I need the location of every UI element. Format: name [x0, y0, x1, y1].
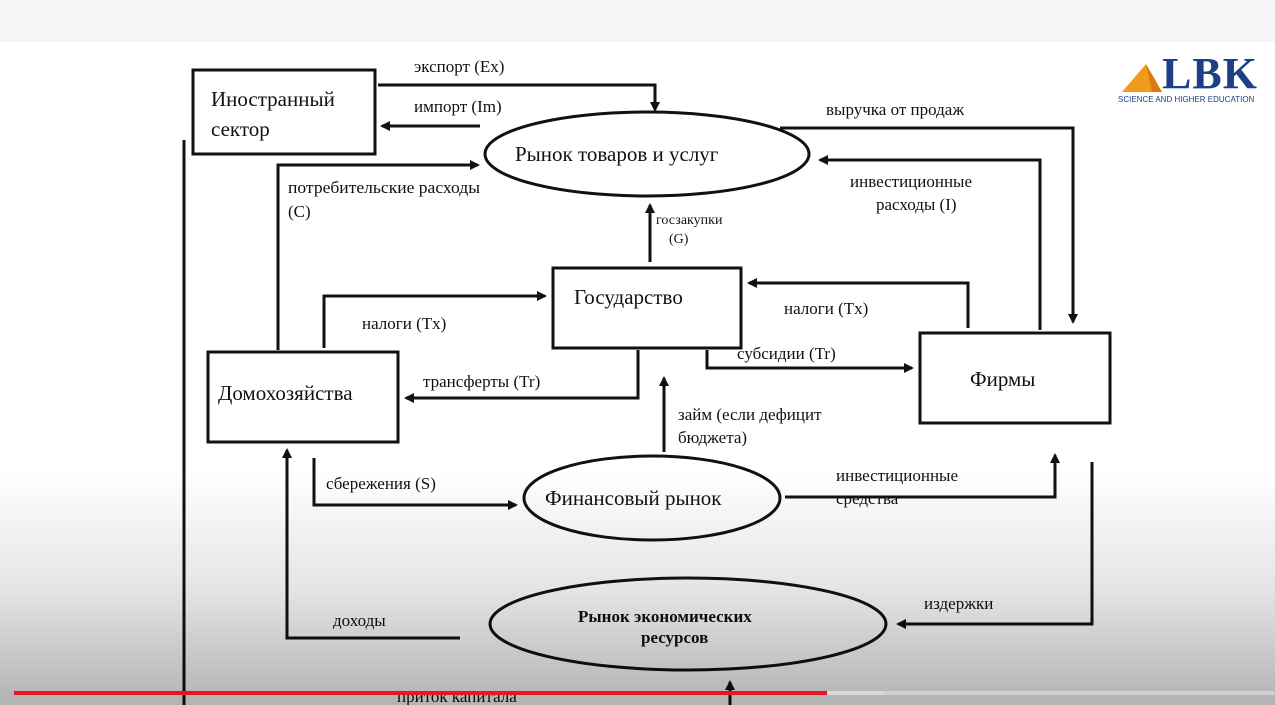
- consumer-spending-arrow: [276, 160, 480, 350]
- consumer-spending-label-2: (C): [288, 202, 311, 221]
- sales-revenue-arrow: [780, 126, 1078, 324]
- consumer-spending-label-1: потребительские расходы: [288, 178, 481, 197]
- video-progress-fill: [14, 691, 827, 695]
- financial-market-label: Финансовый рынок: [545, 486, 722, 510]
- video-progress-bar[interactable]: [14, 691, 1274, 695]
- foreign-sector-label-2: сектор: [211, 117, 270, 141]
- incomes-label: доходы: [333, 611, 386, 630]
- goods-market-ellipse: [483, 110, 811, 198]
- capital-inflow-label: приток капитала: [397, 687, 517, 705]
- households-box: [206, 350, 400, 444]
- investment-spending-arrow: [818, 155, 1042, 330]
- top-bar: [0, 0, 1275, 42]
- taxes-households-arrow: [322, 291, 547, 348]
- export-arrow: [378, 83, 660, 112]
- incomes-arrow: [282, 448, 460, 640]
- resource-market-label-2: ресурсов: [641, 628, 708, 647]
- resource-market-label-1: Рынок экономических: [578, 607, 752, 626]
- investment-funds-label-1: инвестиционные: [836, 466, 958, 485]
- transfers-arrow: [404, 350, 640, 403]
- procurement-label-2: (G): [669, 232, 689, 247]
- firms-label: Фирмы: [970, 367, 1035, 391]
- procurement-label-1: госзакупки: [656, 213, 723, 228]
- savings-arrow: [312, 458, 518, 510]
- investment-funds-arrow: [785, 453, 1060, 499]
- sales-revenue-label: выручка от продаж: [826, 100, 964, 119]
- goods-market-label: Рынок товаров и услуг: [515, 142, 719, 166]
- lbk-logo: LBK SCIENCE AND HIGHER EDUCATION: [1118, 50, 1275, 108]
- loan-label-2: бюджета): [678, 428, 747, 447]
- taxes-households-label: налоги (Tx): [362, 314, 446, 333]
- logo-tagline: SCIENCE AND HIGHER EDUCATION: [1118, 95, 1255, 104]
- pyramid-icon: [1122, 64, 1162, 92]
- investment-spending-label-1: инвестиционные: [850, 172, 972, 191]
- resource-market-ellipse: [488, 576, 888, 672]
- investment-funds-label-2: средства: [836, 489, 899, 508]
- export-label: экспорт (Ex): [414, 57, 504, 76]
- transfers-label: трансферты (Tr): [423, 372, 540, 391]
- firms-box: [918, 331, 1112, 425]
- subsidies-arrow: [705, 350, 914, 373]
- costs-arrow: [896, 462, 1094, 629]
- foreign-sector-label-1: Иностранный: [211, 87, 335, 111]
- logo-name: LBK: [1162, 49, 1258, 98]
- government-box: [551, 266, 743, 350]
- foreign-sector-box: [191, 68, 377, 156]
- savings-label: сбережения (S): [326, 474, 436, 493]
- taxes-firms-arrow: [747, 278, 970, 328]
- loan-label-1: займ (если дефицит: [678, 405, 822, 424]
- households-label: Домохозяйства: [218, 381, 353, 405]
- financial-market-ellipse: [522, 454, 782, 542]
- government-label: Государство: [574, 285, 683, 309]
- costs-label: издержки: [924, 594, 993, 613]
- import-label: импорт (Im): [414, 97, 502, 116]
- investment-spending-label-2: расходы (I): [876, 195, 957, 214]
- subsidies-label: субсидии (Tr): [737, 344, 836, 363]
- taxes-firms-label: налоги (Tx): [784, 299, 868, 318]
